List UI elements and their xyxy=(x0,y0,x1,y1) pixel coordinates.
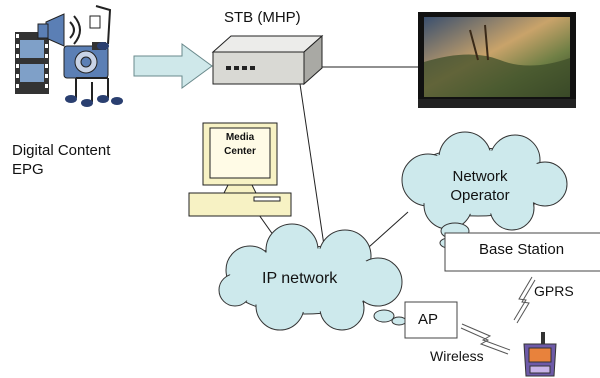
wireless-link-zigzag-2 xyxy=(460,327,509,355)
multimedia-clipart-icon xyxy=(15,5,123,107)
wireless-label: Wireless xyxy=(430,348,484,364)
digital-content-label-line2: EPG xyxy=(12,161,44,178)
base-station-box xyxy=(444,232,600,272)
base-station-label: Base Station xyxy=(479,241,565,258)
wireless-link-zigzag xyxy=(461,323,511,351)
network-operator-cloud-icon xyxy=(401,131,568,249)
network-operator-label-line2: Operator xyxy=(450,187,510,204)
network-operator-label: Network Operator xyxy=(440,167,520,205)
media-center-label: Media Center xyxy=(215,131,265,159)
ap-label: AP xyxy=(418,311,439,328)
media-center-label-line2: Center xyxy=(224,146,256,157)
stb-label: STB (MHP) xyxy=(224,9,301,26)
gprs-link-zigzag xyxy=(513,276,533,321)
ip-network-label: IP network xyxy=(262,270,338,287)
tv-icon xyxy=(418,12,576,108)
media-center-label-line1: Media xyxy=(225,132,255,143)
ip-network-cloud-icon xyxy=(218,223,407,331)
content-flow-arrow xyxy=(133,43,213,89)
stb-box-icon xyxy=(211,34,324,86)
gprs-label: GPRS xyxy=(534,283,574,299)
ap-box xyxy=(404,301,458,339)
media-center-pc-icon xyxy=(188,122,292,217)
mobile-phone-icon xyxy=(523,332,557,377)
digital-content-label: Digital Content EPG xyxy=(12,141,110,179)
digital-content-label-line1: Digital Content xyxy=(12,142,111,159)
gprs-link-zigzag-2 xyxy=(516,279,536,324)
stb-to-ip-network-line xyxy=(299,83,326,253)
network-operator-label-line1: Network xyxy=(452,168,508,185)
